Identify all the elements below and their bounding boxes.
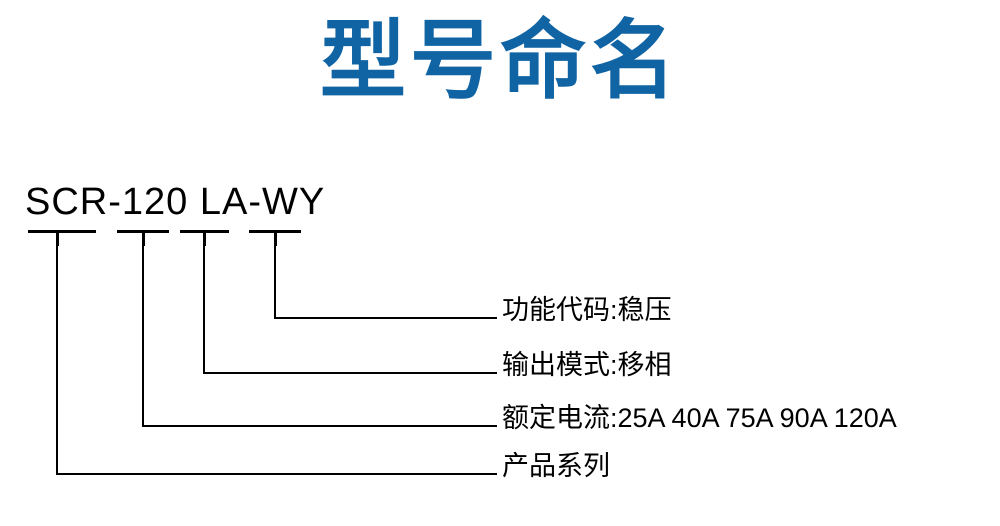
tick-stem-1 [56,230,59,246]
tick-bar-1 [28,230,96,233]
leader-vertical-4 [274,244,276,319]
leader-vertical-1 [56,244,58,475]
tick-stem-3 [203,230,206,246]
leader-horizontal-1 [56,473,497,475]
leader-vertical-2 [142,244,144,427]
callout-label-rated-current: 额定电流:25A 40A 75A 90A 120A [502,403,897,433]
leader-horizontal-2 [142,425,497,427]
callout-label-function-code: 功能代码:稳压 [502,295,672,325]
leader-vertical-3 [203,244,205,374]
callout-label-product-series: 产品系列 [502,451,610,481]
model-code-text: SCR-120 LA-WY [25,181,326,223]
leader-horizontal-3 [203,372,497,374]
callout-label-output-mode: 输出模式:移相 [502,350,672,380]
page-title: 型号命名 [320,13,680,109]
tick-stem-2 [142,230,145,246]
tick-stem-4 [274,230,277,246]
leader-horizontal-4 [274,317,497,319]
